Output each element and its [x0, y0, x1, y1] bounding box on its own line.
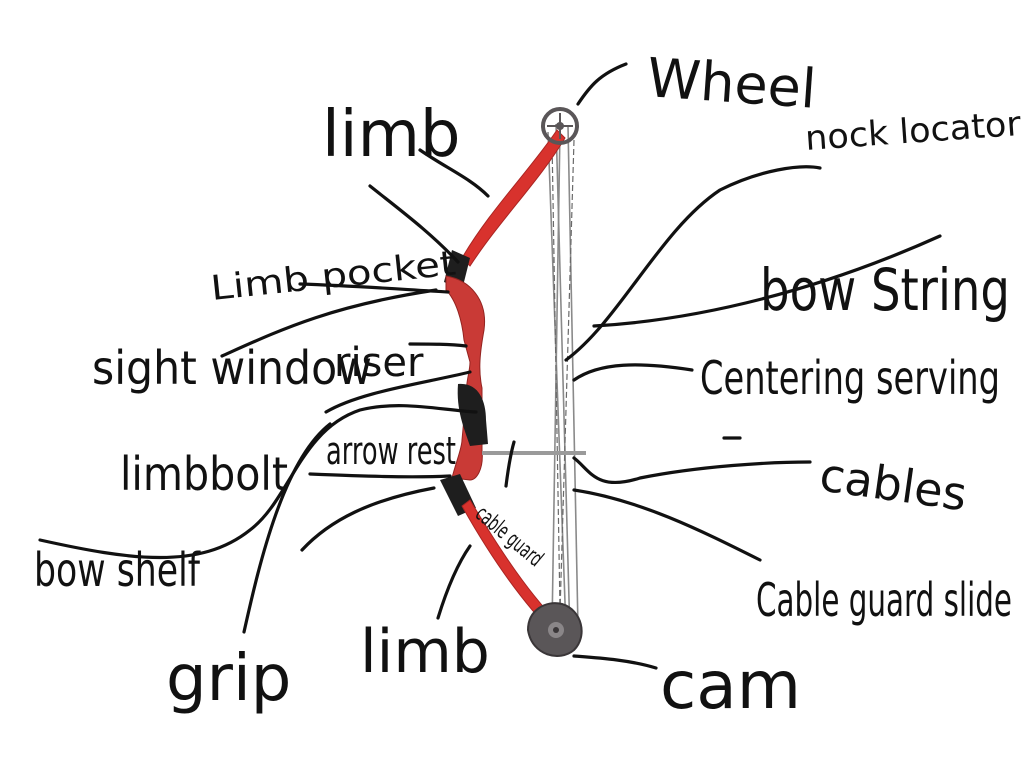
bottom-cam: [526, 602, 583, 657]
label-bow-string: bow String: [760, 256, 1010, 324]
pointer-cable-guard-slide: [572, 488, 762, 562]
cables: [551, 139, 575, 613]
pointer-riser: [408, 342, 468, 348]
pointer-limb-pocket: [368, 184, 460, 264]
label-nock-locator: nock locator: [804, 104, 1022, 159]
pointer-cam: [572, 654, 658, 670]
compound-bow: [440, 107, 586, 657]
pointer-cables: [572, 456, 812, 485]
label-limb-bolt: limbbolt: [120, 447, 288, 501]
pointer-lines: [38, 62, 942, 670]
pointer-limb-bottom: [436, 544, 472, 620]
pointer-limb-top: [418, 148, 490, 198]
label-riser: riser: [334, 340, 424, 386]
grip: [457, 383, 488, 446]
label-bow-shelf: bow shelf: [34, 543, 201, 597]
label-centering-serving: Centering serving: [700, 351, 1000, 405]
label-grip: grip: [166, 642, 291, 716]
pointer-bow-string: [592, 234, 942, 328]
top-wheel: [541, 107, 579, 145]
label-arrow-rest: arrow rest: [326, 429, 456, 473]
label-cam: cam: [660, 647, 801, 724]
labels: Wheel nock locator bow String Centering …: [34, 46, 1022, 724]
cable-guard-rod: [482, 451, 586, 455]
pointer-wheel: [576, 62, 628, 106]
pointer-centering: [572, 363, 694, 382]
label-limb-pocket: Limb pocket: [209, 243, 458, 308]
pointer-arrow-rest: [324, 370, 472, 414]
pointer-nock-locator: [564, 165, 822, 362]
label-limb-bottom: limb: [360, 617, 490, 687]
pointer-jacket: [300, 486, 436, 552]
top-limb: [461, 129, 566, 267]
pointer-grip: [242, 422, 332, 634]
label-sight-window: sight window: [92, 341, 372, 395]
label-cables: cables: [816, 447, 970, 521]
pointer-sight-window: [220, 288, 438, 358]
label-wheel: Wheel: [645, 46, 818, 121]
pointer-limb-bolt: [308, 472, 452, 479]
label-cable-guard-slide: Cable guard slide: [756, 573, 1012, 627]
pointer-small-tick: [504, 440, 516, 488]
pointer-bow-shelf: [38, 404, 478, 560]
label-limb-top: limb: [322, 98, 461, 172]
